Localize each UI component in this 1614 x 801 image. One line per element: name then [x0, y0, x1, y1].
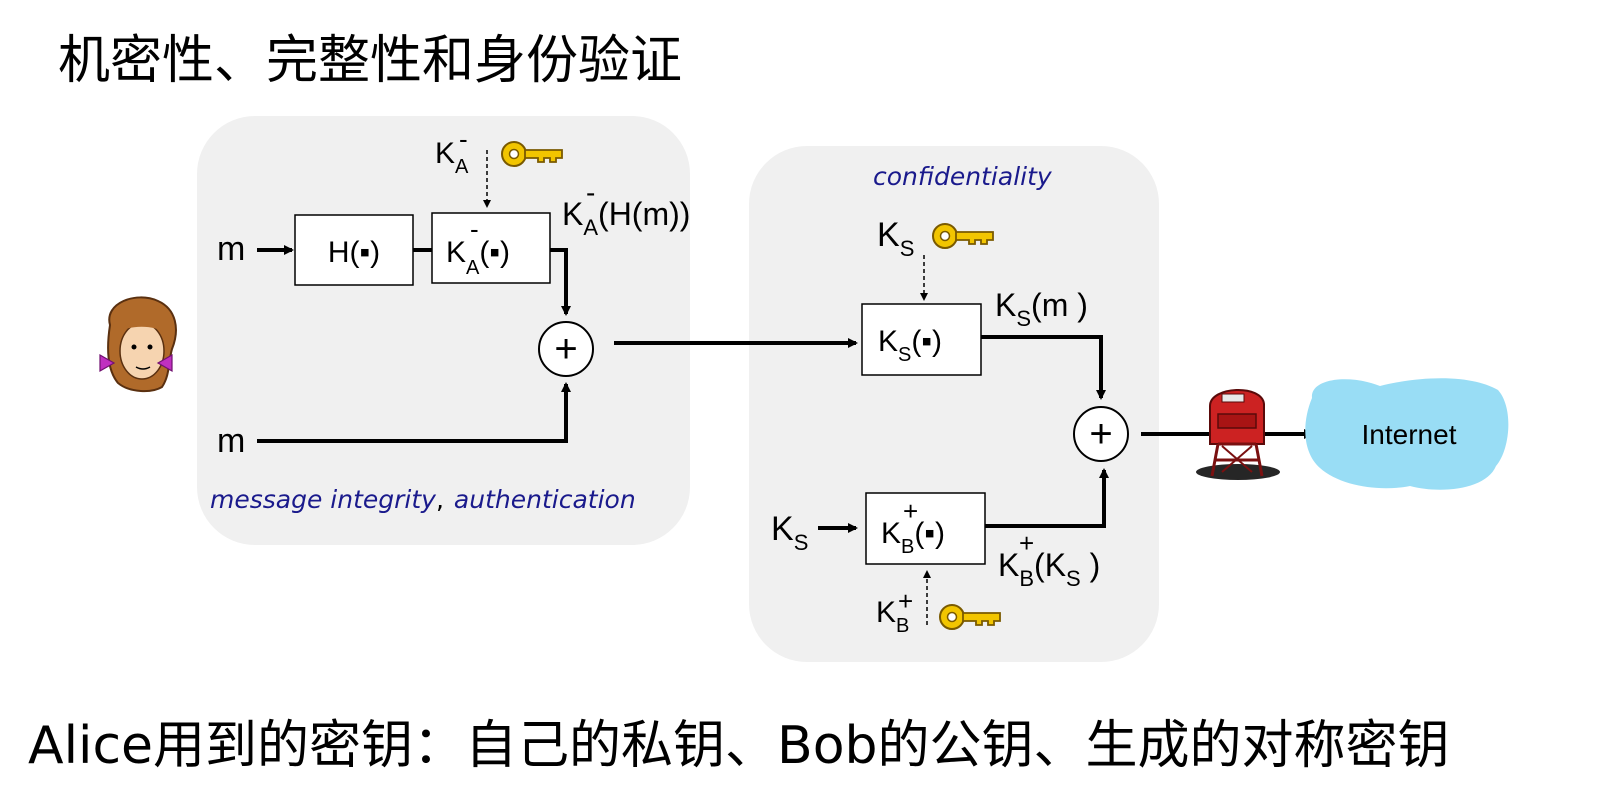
ks-input-label: KS [771, 510, 808, 555]
signed-output-sup: - [586, 177, 595, 208]
sign-to-plus-arrow [550, 248, 571, 316]
concat-circle-left [538, 321, 594, 377]
signed-output-label: KA(H(m)) [562, 196, 690, 240]
sym-encrypt-box-label: KS(▪) [878, 325, 942, 366]
m-bottom-arrow [257, 382, 571, 443]
mailbox-icon [1196, 389, 1280, 480]
m-top-label: m [217, 230, 245, 268]
confidentiality-caption: confidentiality [873, 162, 1053, 191]
footer-text: Alice用到的密钥：自己的私钥、Bob的公钥、生成的对称密钥 [28, 716, 1450, 776]
pub-to-plus-arrow [985, 468, 1109, 528]
integrity-caption: message integrity,authentication [210, 485, 636, 514]
concat-circle-right [1073, 406, 1129, 462]
sym-key-label: KS [877, 216, 914, 261]
confidentiality-panel [749, 146, 1159, 662]
pub-encrypt-box [865, 492, 986, 565]
pub-output-sup: + [1019, 528, 1034, 558]
hash-box-label: H(▪) [328, 236, 380, 269]
concat-plus-left: + [554, 327, 577, 371]
sign-box-sup: - [470, 214, 479, 244]
sym-to-plus-arrow [981, 335, 1106, 400]
pub-encrypt-box-sup: + [903, 496, 918, 526]
page-title: 机密性、完整性和身份验证 [58, 31, 683, 91]
alice-icon [99, 296, 177, 393]
m-bottom-label: m [217, 422, 245, 460]
internet-label: Internet [1362, 419, 1457, 450]
pub-encrypt-box-label: KB(▪) [881, 517, 945, 558]
sym-encrypt-box [861, 303, 982, 376]
sign-box [431, 212, 551, 284]
public-key-label: KB [876, 596, 909, 637]
concat-plus-right: + [1089, 412, 1112, 456]
pub-output-label: KB(KS ) [998, 547, 1100, 591]
integrity-panel [197, 116, 690, 545]
private-key-label: KA [435, 137, 469, 178]
sign-box-label: KA(▪) [446, 236, 510, 279]
sym-output-label: KS(m ) [995, 287, 1088, 331]
private-key-sup: - [459, 124, 468, 154]
cloud-icon [1305, 378, 1509, 490]
hash-box [294, 214, 414, 286]
public-key-sup: + [898, 586, 913, 616]
